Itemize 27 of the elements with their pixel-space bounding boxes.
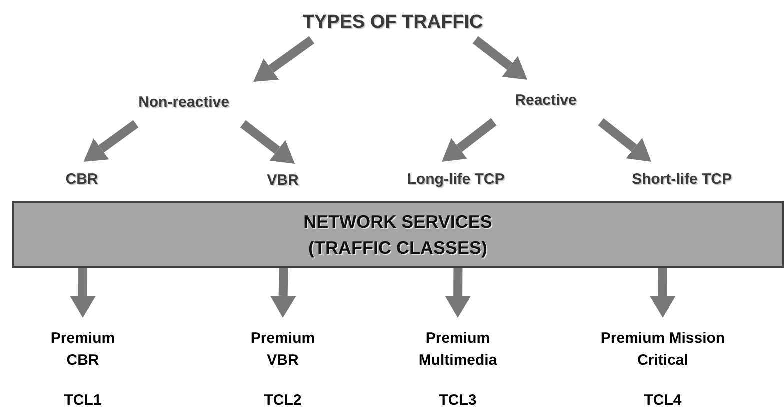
- arrow: [598, 118, 652, 162]
- traffic-type-label: CBR: [66, 170, 98, 190]
- class-code: TCL2: [264, 391, 302, 407]
- class-name: Premium Mission Critical: [600, 329, 726, 371]
- class-name: Premium CBR: [50, 329, 116, 371]
- arrow: [650, 268, 676, 318]
- class-code: TCL3: [439, 391, 477, 407]
- class-code: TCL1: [64, 391, 102, 407]
- traffic-type-label: Non-reactive: [138, 92, 230, 113]
- arrow: [254, 36, 315, 82]
- arrow: [240, 120, 296, 164]
- traffic-type-label: VBR: [267, 170, 299, 191]
- root-category-label: TYPES OF TRAFFIC: [302, 10, 484, 35]
- band-title: NETWORK SERVICES (TRAFFIC CLASSES): [302, 210, 494, 260]
- arrow: [270, 268, 296, 318]
- class-name: Premium Multimedia: [418, 329, 498, 371]
- class-name: Premium VBR: [250, 329, 316, 371]
- service-band: [12, 201, 784, 268]
- arrow: [442, 118, 497, 162]
- traffic-type-label: Short-life TCP: [632, 170, 732, 190]
- traffic-type-label: Reactive: [515, 90, 577, 111]
- arrow: [70, 268, 96, 318]
- arrow: [472, 36, 528, 80]
- traffic-type-label: Long-life TCP: [407, 170, 505, 190]
- arrow: [84, 120, 139, 162]
- class-code: TCL4: [644, 391, 682, 407]
- arrow: [445, 268, 472, 318]
